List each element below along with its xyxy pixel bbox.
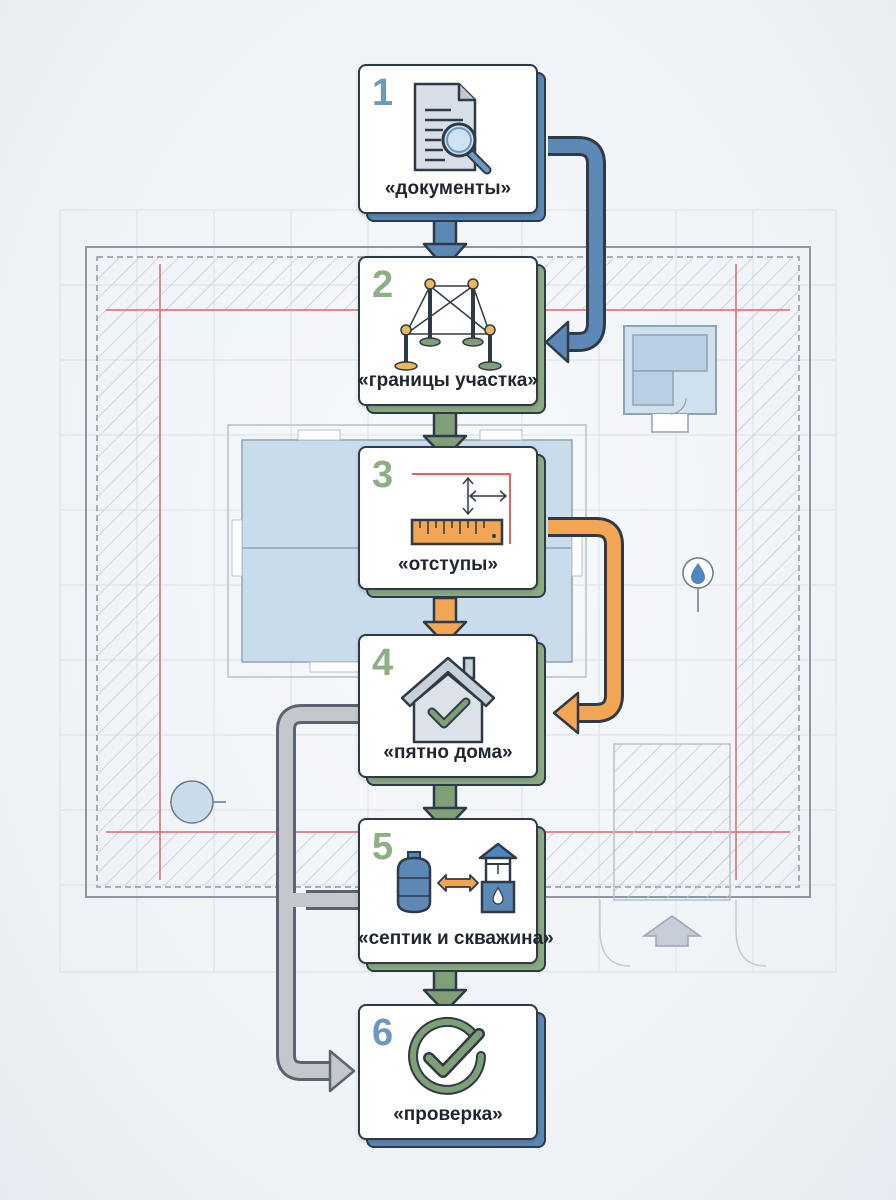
step-number: 6 xyxy=(372,1012,394,1054)
step-2-boundaries: 2 xyxy=(358,256,546,414)
boundary-posts-icon xyxy=(358,270,538,374)
water-well-icon xyxy=(478,842,518,914)
step-label: «границы участка» xyxy=(358,370,538,391)
driveway-curve xyxy=(599,900,631,967)
step-label: «документы» xyxy=(384,178,512,199)
parking-area xyxy=(613,743,731,901)
step-label: «отступы» xyxy=(398,554,498,575)
septic-tank-icon xyxy=(396,851,432,914)
step-3-setbacks: 3 xyxy=(358,446,546,598)
document-search-icon xyxy=(358,78,538,182)
step-number: 4 xyxy=(372,642,394,684)
step-1-documents: 1 «документы» xyxy=(358,64,546,222)
step-number: 3 xyxy=(372,454,394,496)
well-marker-icon xyxy=(682,557,714,612)
septic-well-icon xyxy=(358,840,538,944)
step-label: «септик и скважина» xyxy=(358,928,554,949)
arrow-1-to-2-loop xyxy=(544,136,606,364)
step-number: 2 xyxy=(372,264,394,306)
septic-marker-icon xyxy=(170,780,226,824)
arrow-4-5-to-6-loop xyxy=(276,704,360,1093)
arrow-3-to-4-loop xyxy=(548,517,624,735)
step-number: 1 xyxy=(372,72,394,114)
card xyxy=(358,446,538,590)
step-5-septic-well: 5 «септик и xyxy=(358,818,554,972)
check-circle-icon xyxy=(358,1016,538,1120)
step-4-house-footprint: 4 «пятно дома» xyxy=(358,634,546,786)
step-label: «пятно дома» xyxy=(383,742,513,763)
ruler-setback-icon xyxy=(358,464,538,568)
step-label: «проверка» xyxy=(393,1104,503,1125)
entrance-arrow-icon xyxy=(641,915,703,947)
driveway-curve-right xyxy=(735,900,767,967)
step-number: 5 xyxy=(372,826,394,868)
arrow-down-3-4 xyxy=(422,596,468,646)
card xyxy=(358,256,538,406)
double-arrow-icon xyxy=(437,874,479,892)
step-6-check: 6 «проверка» xyxy=(358,1004,546,1148)
outbuilding xyxy=(623,325,717,433)
house-check-icon xyxy=(358,650,538,754)
